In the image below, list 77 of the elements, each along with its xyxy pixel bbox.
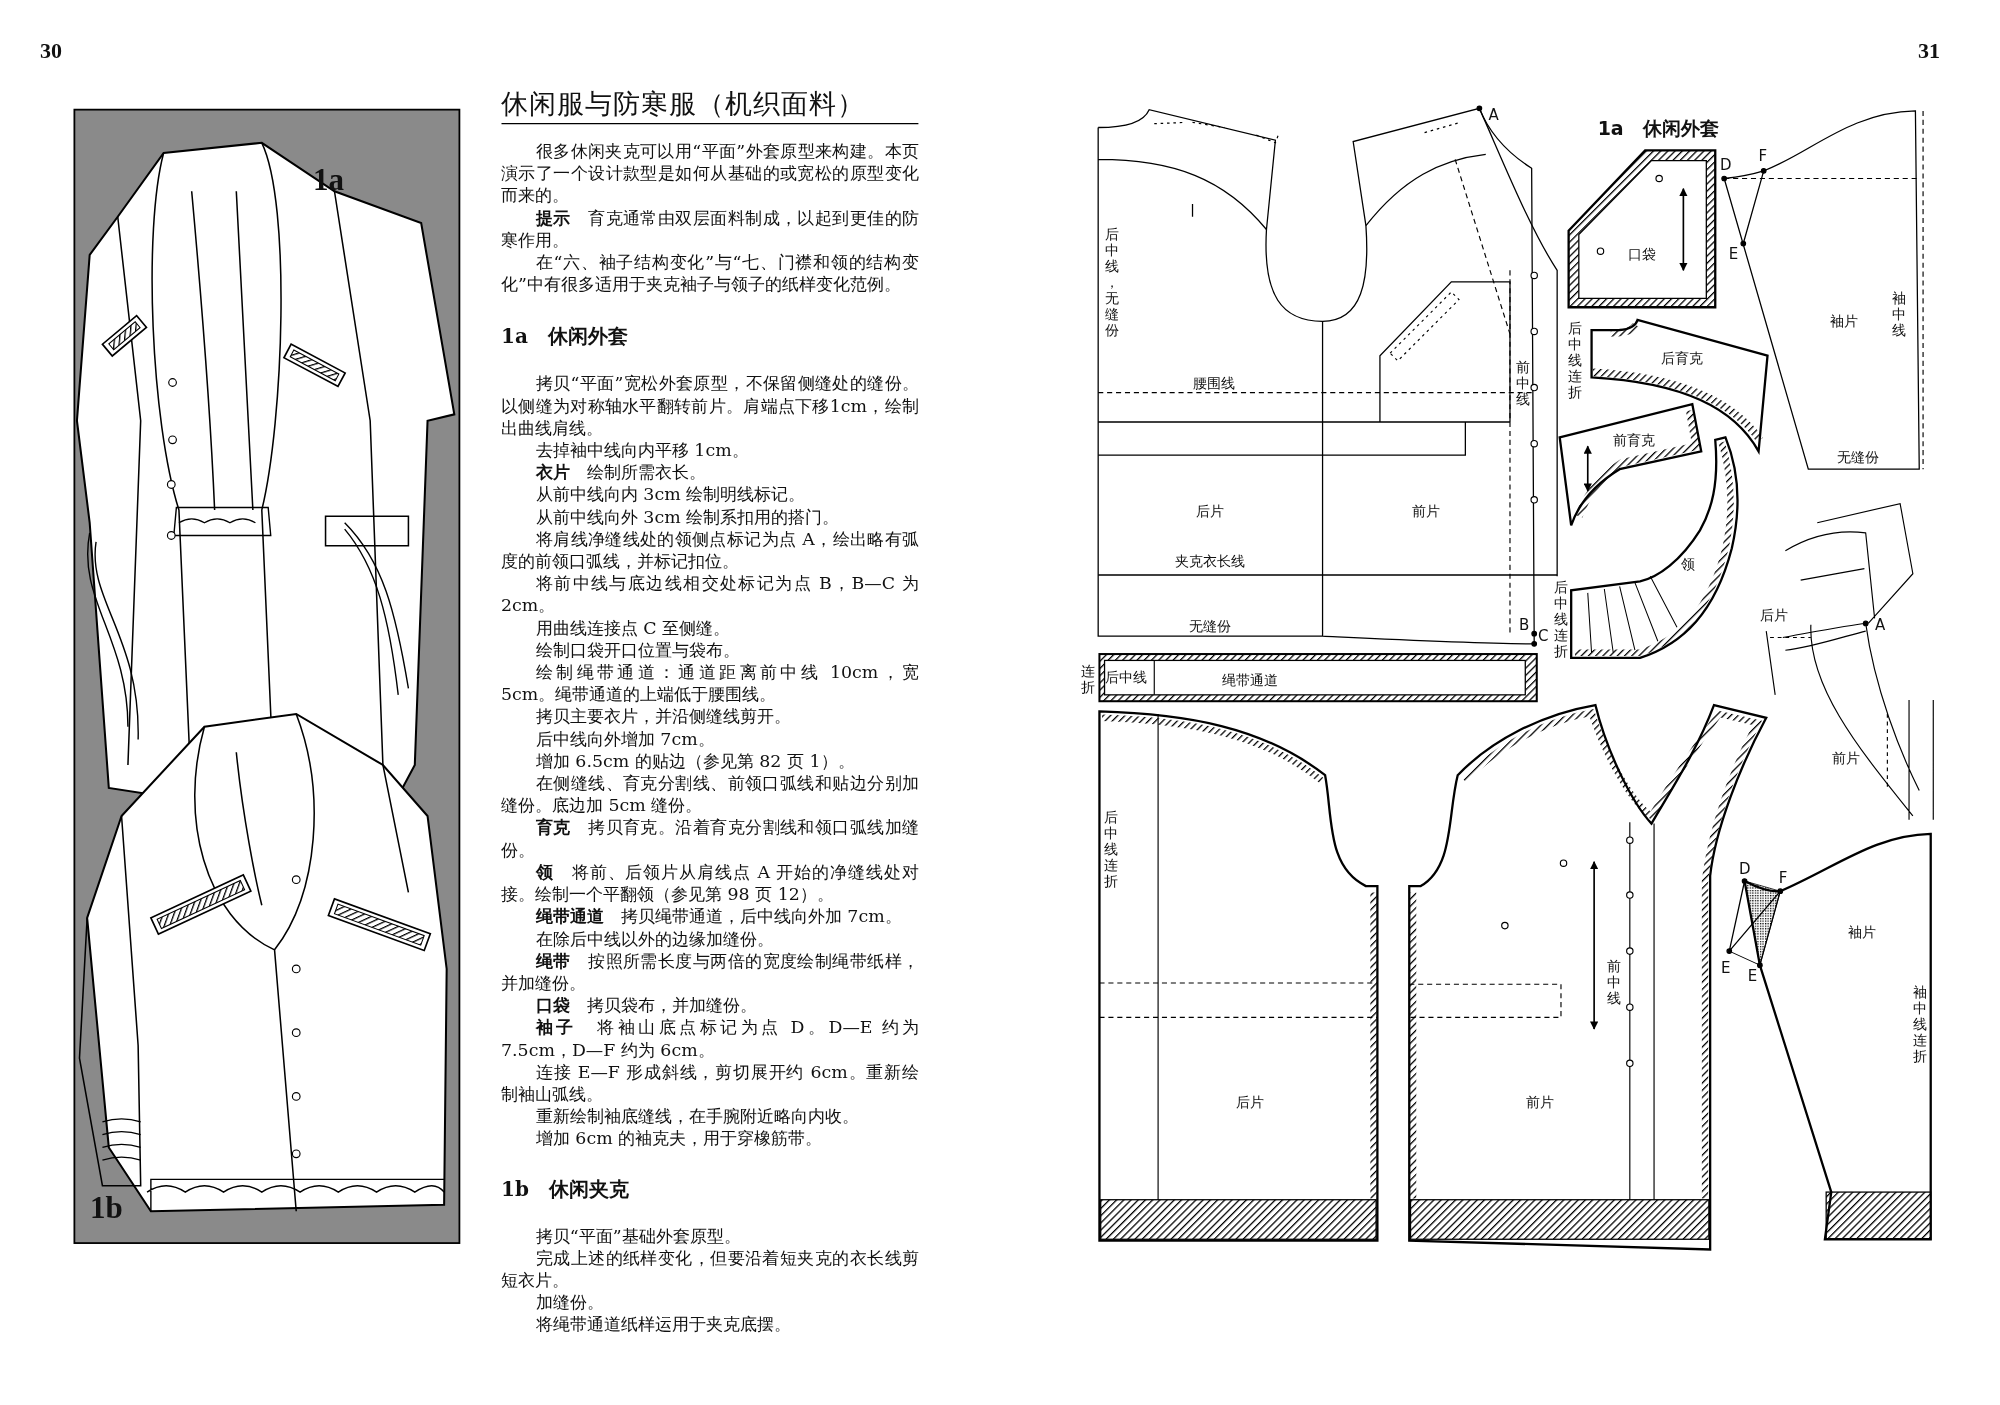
paragraph: 拷贝“平面”宽松外套原型，不保留侧缝处的缝份。以侧缝为对称轴水平翻转前片。肩端点下移1cm，绘制出曲线肩线。 xyxy=(501,372,919,440)
point-label: B xyxy=(1519,617,1530,633)
paragraph: 从前中线向外 3cm 绘制系扣用的搭门。 xyxy=(534,505,841,528)
pattern-label: 夹克衣长线 xyxy=(1175,553,1246,569)
pattern-label: 绳带通道 xyxy=(1222,672,1278,688)
section-heading: 1a 休闲外套 xyxy=(501,323,629,351)
pattern-label: 后片 xyxy=(1196,503,1225,519)
point-label: C xyxy=(1538,628,1549,644)
paragraph: 育克 拷贝育克。沿着育克分割线和领口弧线加缝份。 xyxy=(501,816,919,861)
pattern-label: 后中线连折 xyxy=(1567,319,1583,400)
figure-tag: 1b xyxy=(90,1190,123,1226)
paragraph: 衣片 绘制所需衣长。 xyxy=(534,461,707,484)
paragraph: 提示 育克通常由双层面料制成，以起到更佳的防寒作用。 xyxy=(501,206,919,251)
pattern-label: 后中线连折 xyxy=(1103,809,1119,890)
point-label: F xyxy=(1758,148,1768,164)
paragraph: 将肩线净缝线处的领侧点标记为点 A，绘出略有弧度的前领口弧线，并标记扣位。 xyxy=(501,527,919,573)
paragraph: 从前中线向内 3cm 绘制明线标记。 xyxy=(534,483,807,506)
paragraph: 增加 6.5cm 的贴边（参见第 82 页 1）。 xyxy=(534,749,856,773)
pattern-label: 无缝份 xyxy=(1189,618,1232,634)
pattern-label: 后片 xyxy=(1236,1094,1264,1110)
pattern-label: 前育克 xyxy=(1612,432,1655,448)
pattern-label: 前片 xyxy=(1412,503,1440,519)
page-number: 31 xyxy=(1918,38,1940,64)
paragraph: 将绳带通道纸样运用于夹克底摆。 xyxy=(534,1313,792,1336)
pattern-label: 袖片 xyxy=(1830,313,1859,329)
pattern-label: 前片 xyxy=(1831,750,1860,766)
paragraph: 后中线向外增加 7cm。 xyxy=(534,727,716,750)
point-label: F xyxy=(1778,870,1788,886)
paragraph: 绳带 按照所需长度与两倍的宽度绘制绳带纸样，并加缝份。 xyxy=(501,949,919,995)
pattern-label: 后中线 xyxy=(1105,669,1148,685)
paragraph: 绘制口袋开口位置与袋布。 xyxy=(534,638,741,662)
point-label: E xyxy=(1728,246,1739,262)
pattern-label: 腰围线 xyxy=(1193,375,1236,391)
pattern-label: 袖中线连折 xyxy=(1912,984,1928,1065)
page-number: 30 xyxy=(40,38,62,64)
pattern-label: 前中线 xyxy=(1606,958,1621,1007)
section-heading: 1b 休闲夹克 xyxy=(501,1175,630,1203)
point-label: A xyxy=(1874,617,1886,633)
pattern-label: 无缝份 xyxy=(1837,449,1880,465)
paragraph: 完成上述的纸样变化，但要沿着短夹克的衣长线剪短衣片。 xyxy=(501,1246,919,1292)
paragraph: 拷贝“平面”基础外套原型。 xyxy=(534,1224,742,1247)
point-label: E xyxy=(1721,960,1731,976)
pattern-label: 口袋 xyxy=(1627,246,1656,262)
point-label: D xyxy=(1739,861,1751,877)
paragraph: 增加 6cm 的袖克夫，用于穿橡筋带。 xyxy=(534,1127,824,1150)
paragraph: 用曲线连接点 C 至侧缝。 xyxy=(534,616,732,639)
point-label: D xyxy=(1719,157,1732,173)
pattern-label: 前片 xyxy=(1525,1094,1554,1110)
paragraph: 去掉袖中线向内平移 1cm。 xyxy=(534,439,750,462)
paragraph: 加缝份。 xyxy=(534,1291,605,1314)
paragraph: 将前中线与底边线相交处标记为点 B，B—C 为2cm。 xyxy=(501,572,919,617)
pattern-label: 前中线 xyxy=(1515,358,1531,407)
pattern-label: 袖中线 xyxy=(1891,289,1907,338)
pattern-heading: 1a 休闲外套 xyxy=(1597,120,1719,136)
point-label: E xyxy=(1747,968,1758,984)
figure-tag: 1a xyxy=(313,162,344,198)
paragraph: 重新绘制袖底缝线，在手腕附近略向内收。 xyxy=(534,1105,860,1128)
paragraph: 很多休闲夹克可以用“平面”外套原型来构建。本页演示了一个设计款型是如何从基础的或宽松的原型变化而来的。 xyxy=(501,140,919,207)
pattern-label: 领 xyxy=(1680,556,1695,572)
paragraph: 在除后中线以外的边缘加缝份。 xyxy=(534,927,775,950)
page-heading: 休闲服与防寒服（机织面料） xyxy=(501,87,865,121)
paragraph: 口袋 拷贝袋布，并加缝份。 xyxy=(534,994,758,1017)
paragraph: 在“六、袖子结构变化”与“七、门襟和领的结构变化”中有很多适用于夹克袖子与领子的纸样变化范例。 xyxy=(501,251,919,296)
paragraph: 领 将前、后领片从肩线点 A 开始的净缝线处对接。绘制一个平翻领（参见第 98 页 12）。 xyxy=(501,860,919,906)
paragraph: 袖子 将袖山底点标记为点 D。D—E 约为 7.5cm，D—F 约为 6cm。 xyxy=(501,1016,919,1061)
pattern-label: 袖片 xyxy=(1848,924,1877,940)
paragraph: 连接 E—F 形成斜线，剪切展开约 6cm。重新绘制袖山弧线。 xyxy=(501,1060,919,1106)
point-label: A xyxy=(1488,107,1499,123)
pattern-label: 连折 xyxy=(1080,662,1096,695)
paragraph: 在侧缝线、育克分割线、前领口弧线和贴边分别加缝份。底边加 5cm 缝份。 xyxy=(501,772,919,817)
pattern-label: 后中线连折 xyxy=(1553,578,1569,659)
paragraph: 拷贝主要衣片，并沿侧缝线剪开。 xyxy=(534,705,792,728)
pattern-label: 后中线，无缝份 xyxy=(1104,225,1120,338)
paragraph: 绘制绳带通道：通道距离前中线 10cm，宽 5cm。绳带通道的上端低于腰围线。 xyxy=(501,661,919,706)
pattern-label: 后片 xyxy=(1760,607,1789,623)
pattern-label: 后育克 xyxy=(1661,350,1704,366)
paragraph: 绳带通道 拷贝绳带通道，后中线向外加 7cm。 xyxy=(534,905,903,928)
